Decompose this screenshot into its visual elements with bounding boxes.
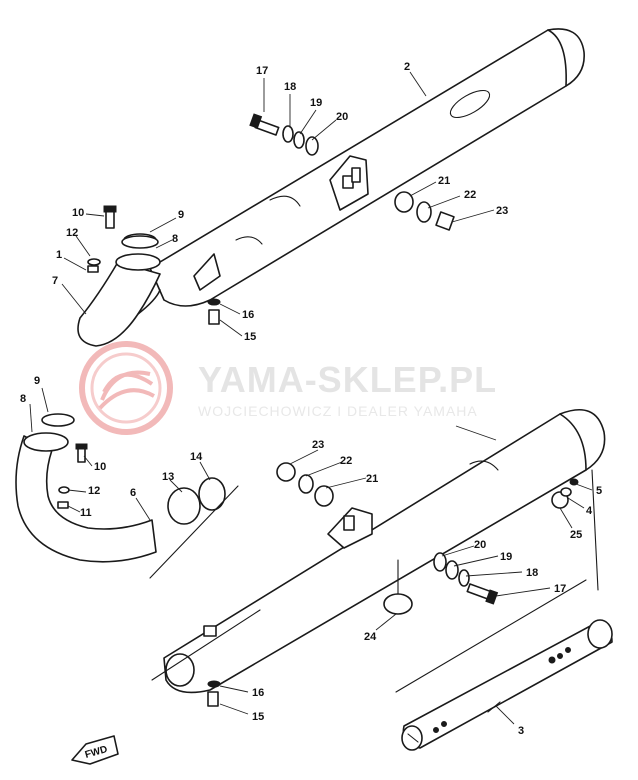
callout-25: 25 <box>570 529 582 541</box>
upper-fasteners <box>87 113 455 325</box>
callout-9-upper: 9 <box>178 209 184 221</box>
callout-12-lower: 12 <box>88 485 100 497</box>
callout-16-lower: 16 <box>252 687 264 699</box>
callout-labels: 17 2 18 19 20 21 22 23 10 9 8 12 1 7 16 … <box>20 61 602 737</box>
callout-8-lower: 8 <box>20 393 26 405</box>
callout-19-lower: 19 <box>500 551 512 563</box>
upper-exhaust-pipe <box>77 233 161 347</box>
callout-14: 14 <box>190 451 203 463</box>
callout-17-lower: 17 <box>554 583 566 595</box>
yamaha-logo-icon <box>79 341 173 435</box>
callout-21-lower: 21 <box>366 473 378 485</box>
callout-3: 3 <box>518 725 524 737</box>
watermark-subtitle: WOJCIECHOWICZ I DEALER YAMAHA <box>198 403 478 419</box>
callout-23-upper: 23 <box>496 205 508 217</box>
muffler-baffle <box>401 619 613 751</box>
forward-direction-marker: FWD <box>71 735 119 765</box>
callout-13: 13 <box>162 471 174 483</box>
callout-12-upper: 12 <box>66 227 78 239</box>
watermark-title: YAMA-SKLEP.PL <box>198 359 497 400</box>
callout-18-upper: 18 <box>284 81 296 93</box>
callout-9-lower: 9 <box>34 375 40 387</box>
watermark: YAMA-SKLEP.PL WOJCIECHOWICZ I DEALER YAM… <box>79 341 497 435</box>
lower-muffler <box>151 409 606 694</box>
callout-8-upper: 8 <box>172 233 178 245</box>
callout-23-lower: 23 <box>312 439 324 451</box>
callout-16-upper: 16 <box>242 309 254 321</box>
callout-22-upper: 22 <box>464 189 476 201</box>
callout-22-lower: 22 <box>340 455 352 467</box>
lower-fasteners <box>207 462 579 707</box>
callout-15-upper: 15 <box>244 331 256 343</box>
callout-20-upper: 20 <box>336 111 348 123</box>
upper-muffler <box>149 28 585 307</box>
callout-18-lower: 18 <box>526 567 538 579</box>
callout-4: 4 <box>586 505 593 517</box>
callout-7: 7 <box>52 275 58 287</box>
callout-2: 2 <box>404 61 410 73</box>
callout-11: 11 <box>80 507 92 519</box>
callout-15-lower: 15 <box>252 711 264 723</box>
callout-17-upper: 17 <box>256 65 268 77</box>
callout-10-upper: 10 <box>72 207 84 219</box>
lower-exhaust-pipe <box>15 413 239 579</box>
callout-24: 24 <box>364 631 377 643</box>
callout-21-upper: 21 <box>438 175 450 187</box>
callout-19-upper: 19 <box>310 97 322 109</box>
callout-1: 1 <box>56 249 62 261</box>
callout-10-lower: 10 <box>94 461 106 473</box>
leader-lines <box>29 71 593 725</box>
callout-5: 5 <box>596 485 602 497</box>
callout-20-lower: 20 <box>474 539 486 551</box>
callout-6: 6 <box>130 487 136 499</box>
